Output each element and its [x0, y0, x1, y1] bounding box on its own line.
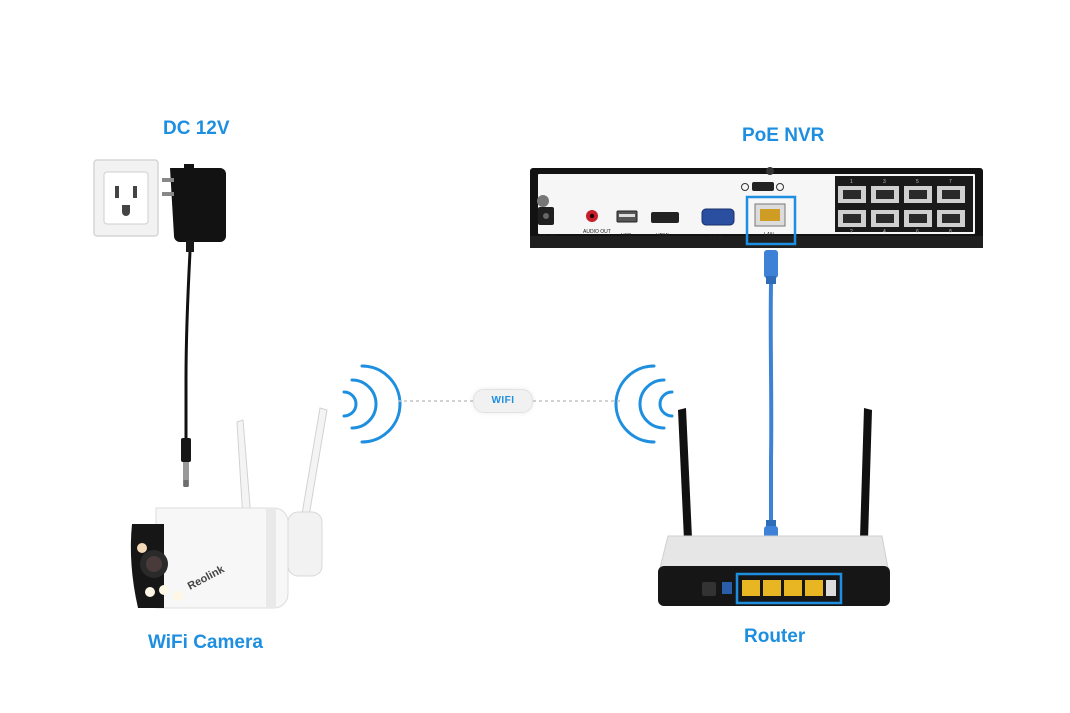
poe-number-7: 7: [949, 179, 952, 185]
router-wifi-waves: [614, 364, 674, 444]
port-label-dc: DC 48V: [540, 234, 558, 240]
poe-number-2: 2: [850, 229, 853, 235]
dc-plug: [181, 438, 191, 487]
vga-port: [701, 208, 735, 226]
nvr-label: PoE NVR: [742, 125, 825, 146]
power-cable: [184, 251, 192, 440]
hdmi-port: [651, 212, 679, 223]
power-adapter: [162, 164, 226, 252]
dc-power-label: DC 12V: [163, 118, 230, 139]
router: [658, 408, 890, 606]
poe-number-6: 6: [916, 229, 919, 235]
camera-wifi-waves: [342, 364, 402, 444]
poe-nvr: DC 48V AUDIO OUT USB HDMI VGA LAN 1 3 5 …: [530, 167, 983, 248]
poe-number-1: 1: [850, 179, 853, 185]
wall-outlet: [93, 159, 159, 237]
router-lan-ports: [742, 580, 836, 596]
wifi-badge: WIFI: [473, 389, 533, 413]
port-label-usb: USB: [621, 233, 632, 239]
nvr-top-connector: [741, 167, 784, 191]
ethernet-cable: [764, 250, 778, 556]
dc-48v-port: [537, 195, 554, 225]
camera-label: WiFi Camera: [148, 632, 263, 653]
port-label-hdmi: HDMI: [656, 233, 669, 239]
router-port-highlight: [735, 572, 843, 605]
poe-number-4: 4: [883, 229, 886, 235]
router-label: Router: [744, 626, 806, 647]
wifi-camera: Reolink: [130, 407, 328, 609]
port-label-audio: AUDIO OUT: [583, 229, 611, 235]
poe-port-bank: [838, 186, 965, 227]
lan-highlight: [745, 195, 797, 246]
poe-number-5: 5: [916, 179, 919, 185]
port-label-lan: LAN: [764, 232, 774, 238]
poe-number-3: 3: [883, 179, 886, 185]
poe-number-8: 8: [949, 229, 952, 235]
port-label-vga: VGA: [711, 234, 722, 240]
